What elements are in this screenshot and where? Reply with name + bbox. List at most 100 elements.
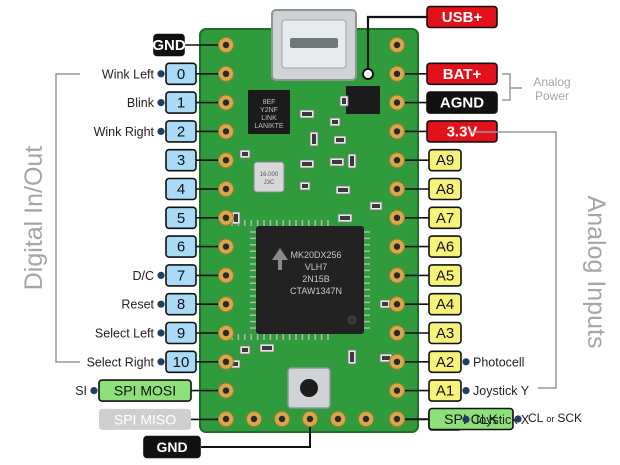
- right-pad-usb: [389, 37, 405, 53]
- left-pin-spi-mosi: SPI MOSI: [98, 379, 192, 402]
- left-pin-4: 4: [165, 177, 197, 201]
- right-pin-a1-text: A1: [436, 383, 454, 400]
- right-function-dot: [462, 387, 470, 395]
- right-pin-a9-text: A9: [436, 152, 454, 169]
- program-button[interactable]: [287, 367, 331, 409]
- right-pin-a4-text: A4: [436, 296, 454, 313]
- right-pin-a5-text: A5: [436, 267, 454, 284]
- right-function-photocell: Photocell: [473, 355, 524, 369]
- digital-group-label: Digital In/Out: [20, 146, 48, 291]
- left-pin-0-text: 0: [177, 66, 185, 83]
- left-function-dot: [157, 271, 165, 279]
- smd-component: [299, 181, 311, 191]
- right-pad-a7: [389, 209, 405, 226]
- usb-pad: [362, 68, 374, 80]
- left-function-si: SI: [75, 384, 87, 398]
- right-pad-a1: [389, 382, 405, 399]
- analog-inputs-group-label: Analog Inputs: [582, 196, 610, 349]
- right-pad-a8: [389, 181, 405, 197]
- left-pin-8-text: 8: [177, 296, 185, 313]
- left-pin-8: 8: [165, 292, 197, 316]
- smd-component: [347, 153, 357, 169]
- left-function-dot: [157, 70, 165, 78]
- right-pad-a3: [389, 325, 405, 341]
- right-pin-a8-text: A8: [436, 181, 454, 198]
- bottom-pad-0: [218, 411, 234, 427]
- right-pad-a9: [389, 152, 405, 169]
- bottom-pad-2: [274, 411, 290, 427]
- analog-power-label-2: Power: [535, 89, 569, 103]
- bottom-pad-6: [389, 411, 405, 427]
- left-pin-gnd: GND: [152, 33, 186, 57]
- smd-component: [339, 95, 349, 107]
- right-pad-3-3v: [389, 123, 405, 140]
- bottom-pad-5: [358, 411, 374, 427]
- left-function-dot: [157, 358, 165, 366]
- micro-usb-connector: [271, 9, 357, 81]
- right-pin-a5: A5: [428, 264, 462, 287]
- right-pin-a7-text: A7: [436, 210, 454, 227]
- smd-component: [239, 149, 251, 159]
- smd-component: [239, 345, 251, 355]
- smd-component: [379, 299, 391, 309]
- bottom-pad-1: [246, 411, 262, 427]
- smd-component: [299, 159, 315, 169]
- bottom-pin-gnd-text: GND: [156, 439, 187, 455]
- right-function-dot: [462, 415, 470, 423]
- left-pin-10: 10: [165, 350, 197, 374]
- left-function-dot: [90, 387, 98, 395]
- left-pin-gnd-text: GND: [152, 37, 186, 54]
- left-pin-4-text: 4: [177, 181, 185, 198]
- analog-power-label-1: Analog: [533, 75, 570, 89]
- left-pad-5: [218, 209, 234, 226]
- left-pin-3-text: 3: [177, 152, 185, 169]
- left-function-reset: Reset: [121, 298, 154, 312]
- smd-component: [329, 157, 345, 167]
- left-pin-6: 6: [165, 235, 197, 258]
- right-pin-bat-text: BAT+: [443, 66, 482, 83]
- left-pad-8: [218, 296, 234, 313]
- right-pin-usb-plus-text: USB+: [442, 9, 483, 26]
- left-pin-0: 0: [165, 62, 197, 86]
- right-pin-3-3v-text: 3.3V: [447, 123, 478, 140]
- left-pin-5: 5: [165, 206, 197, 230]
- right-pin-a9: A9: [428, 148, 462, 172]
- left-pin-3: 3: [165, 148, 197, 172]
- left-function-blink: Blink: [127, 96, 155, 110]
- right-pin-a2: A2: [428, 350, 462, 374]
- right-pin-usb-plus: USB+: [426, 5, 498, 29]
- right-pad-bat: [389, 65, 405, 82]
- right-pin-a8: A8: [428, 177, 462, 201]
- right-function-joystick-y: Joystick Y: [473, 384, 530, 398]
- left-function-dot: [157, 127, 165, 135]
- left-pin-2: 2: [165, 120, 197, 143]
- left-function-select-right: Select Right: [87, 355, 155, 369]
- left-function-wink-right: Wink Right: [94, 125, 155, 139]
- left-pin-9: 9: [165, 321, 197, 345]
- right-pin-a1: A1: [428, 379, 462, 402]
- right-pad-a6: [389, 238, 405, 255]
- left-pad-1: [218, 94, 234, 111]
- smd-component: [347, 349, 357, 365]
- usb-leader-line: [366, 15, 427, 72]
- left-pad-0: [218, 65, 234, 82]
- left-pin-2-text: 2: [177, 123, 185, 140]
- smd-component: [329, 117, 341, 127]
- left-pad-2: [218, 123, 234, 140]
- right-pad-a2: [389, 353, 405, 370]
- left-function-d-c: D/C: [132, 269, 154, 283]
- right-pad-a5: [389, 267, 405, 284]
- left-function-dot: [157, 99, 165, 107]
- spi-clk-note-dot: [514, 415, 522, 423]
- left-pad-spi-mosi: [218, 382, 234, 399]
- left-function-wink-left: Wink Left: [102, 67, 155, 81]
- smd-component: [299, 109, 315, 119]
- smd-component: [333, 135, 347, 145]
- right-pin-agnd: AGND: [426, 91, 498, 114]
- bottom-pad-3: [302, 411, 318, 427]
- left-pad-4: [218, 181, 234, 197]
